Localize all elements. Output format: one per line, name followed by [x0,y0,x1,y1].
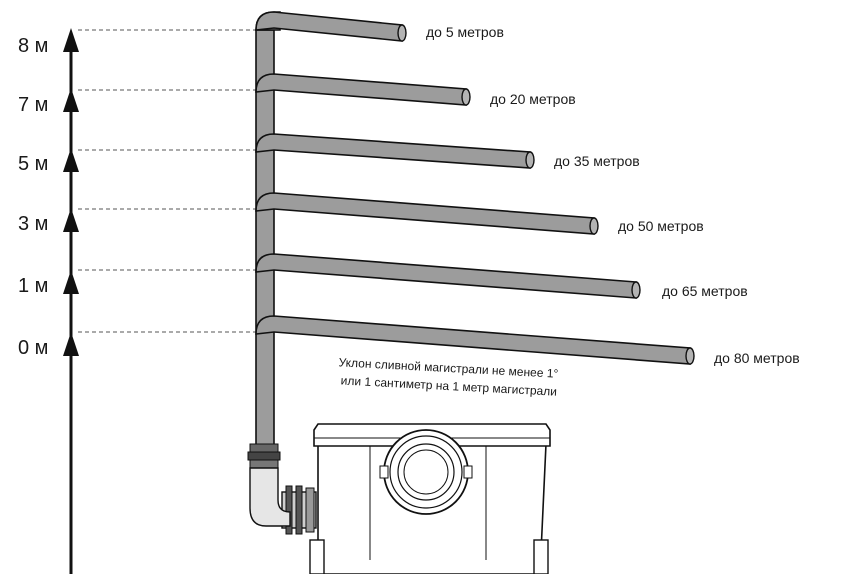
height-label-5: 5 м [18,153,48,175]
outlet-elbow [247,443,291,527]
pipe-5m [255,11,407,42]
pipe-35m [255,133,535,169]
arrowhead-level-0 [63,332,79,356]
pipe-65m [255,253,641,299]
arrowhead-level-3 [63,208,79,232]
arrowhead-level-5 [63,148,79,172]
level-guides [78,29,256,333]
pump-inlet [379,429,473,515]
pump-foot-left [309,539,325,574]
length-label-80m: до 80 метров [714,350,800,366]
pipe-50m [255,192,599,235]
length-label-20m: до 20 метров [490,91,576,107]
slope-note: Уклон сливной магистрали не менее 1° или… [338,355,559,398]
height-label-0: 0 м [18,337,48,359]
arrowhead-level-7 [63,88,79,112]
height-label-3: 3 м [18,213,48,235]
arrowhead-level-8 [63,28,79,52]
pipe-20m [255,73,471,106]
pipe-length-labels: до 5 метров до 20 метров до 35 метров до… [426,24,800,366]
length-label-5m: до 5 метров [426,24,504,40]
pump-side-inlet [281,485,317,535]
length-label-50m: до 50 метров [618,218,704,234]
length-label-35m: до 35 метров [554,153,640,169]
pump-foot-right [533,539,549,574]
height-axis: 8 м 7 м 5 м 3 м 1 м 0 м [18,28,79,574]
length-label-65m: до 65 метров [662,283,748,299]
arrowhead-level-1 [63,270,79,294]
pipe-80m [255,315,695,365]
discharge-pipes [255,11,695,365]
height-label-8: 8 м [18,35,48,57]
pump-unit [281,423,551,574]
height-label-1: 1 м [18,275,48,297]
height-label-7: 7 м [18,94,48,116]
